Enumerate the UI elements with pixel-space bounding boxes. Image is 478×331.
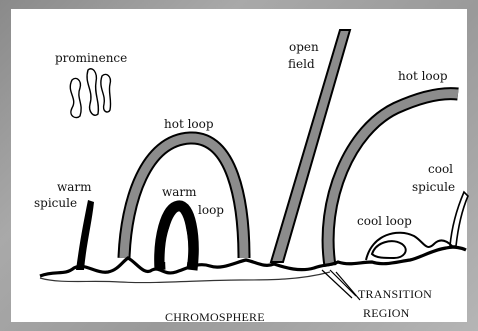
label-cool-loop: cool loop: [357, 215, 412, 227]
label-spicule-left: spicule: [34, 197, 77, 209]
label-field: field: [288, 58, 315, 70]
label-loop: loop: [198, 204, 224, 216]
label-prominence: prominence: [55, 52, 127, 64]
label-open: open: [289, 41, 319, 53]
label-region: REGION: [363, 307, 410, 319]
transition-pointer-lines: [322, 270, 360, 300]
label-warm-2: warm: [162, 186, 197, 198]
label-chromosphere: CHROMOSPHERE: [165, 311, 265, 323]
cool-spicule-right: [450, 192, 468, 246]
cool-loop: [372, 241, 406, 258]
label-spicule-right: spicule: [412, 181, 455, 193]
chromosphere-surface: [40, 247, 466, 276]
label-hot-loop-right: hot loop: [398, 70, 448, 82]
label-warm-1: warm: [57, 181, 92, 193]
warm-spicule-left: [76, 200, 94, 270]
label-cool: cool: [428, 163, 453, 175]
label-hot-loop-left: hot loop: [164, 118, 214, 130]
label-transition: TRANSITION: [358, 288, 432, 300]
prominence-wisps: [70, 69, 110, 118]
